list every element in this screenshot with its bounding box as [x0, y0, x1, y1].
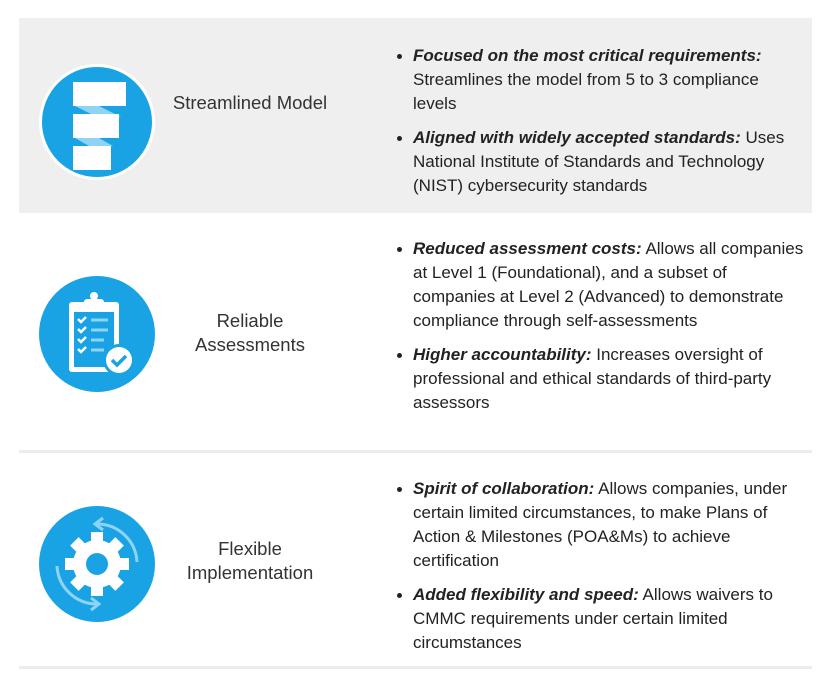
bullet-item: Higher accountability: Increases oversig… [395, 343, 805, 415]
stacked-blocks-icon [39, 64, 155, 180]
bullet-item: Focused on the most critical requirement… [395, 44, 805, 116]
row-streamlined-model: Streamlined Model Focused on the most cr… [19, 18, 812, 213]
row-label: Flexible Implementation [186, 538, 314, 583]
bullet-list: Focused on the most critical requirement… [395, 44, 805, 198]
bullet-text: Allows waivers to CMMC requirements unde… [413, 585, 773, 652]
bullet-heading: Spirit of collaboration: [413, 479, 595, 498]
bullet-heading: Aligned with widely accepted standards: [413, 128, 741, 147]
bullet-item: Added flexibility and speed: Allows waiv… [395, 583, 805, 655]
bullet-item: Reduced assessment costs: Allows all com… [395, 237, 805, 333]
bullet-list: Reduced assessment costs: Allows all com… [395, 237, 805, 415]
bullet-text: Streamlines the model from 5 to 3 compli… [413, 70, 759, 113]
bullet-heading: Added flexibility and speed: [413, 585, 639, 604]
bullet-text: Allows all companies at Level 1 (Foundat… [413, 239, 804, 330]
bullet-heading: Focused on the most critical requirement… [413, 46, 762, 65]
bullet-heading: Reduced assessment costs: [413, 239, 642, 258]
clipboard-check-icon [39, 276, 155, 392]
bullet-item: Spirit of collaboration: Allows companie… [395, 477, 805, 573]
row-label: Reliable Assessments [194, 310, 305, 355]
gear-cycle-icon [39, 506, 155, 622]
row-label: Streamlined Model [172, 92, 328, 113]
bullet-text: Allows companies, under certain limited … [413, 479, 788, 570]
bullet-text: Increases oversight of professional and … [413, 345, 772, 412]
row-reliable-assessments: Reliable Assessments Reduced assessment … [19, 213, 812, 453]
row-flexible-implementation: Flexible Implementation Spirit of collab… [19, 453, 812, 669]
bullet-list: Spirit of collaboration: Allows companie… [395, 477, 805, 655]
bullet-text: Uses National Institute of Standards and… [413, 128, 785, 195]
bullet-item: Aligned with widely accepted standards: … [395, 126, 805, 198]
bullet-heading: Higher accountability: [413, 345, 592, 364]
